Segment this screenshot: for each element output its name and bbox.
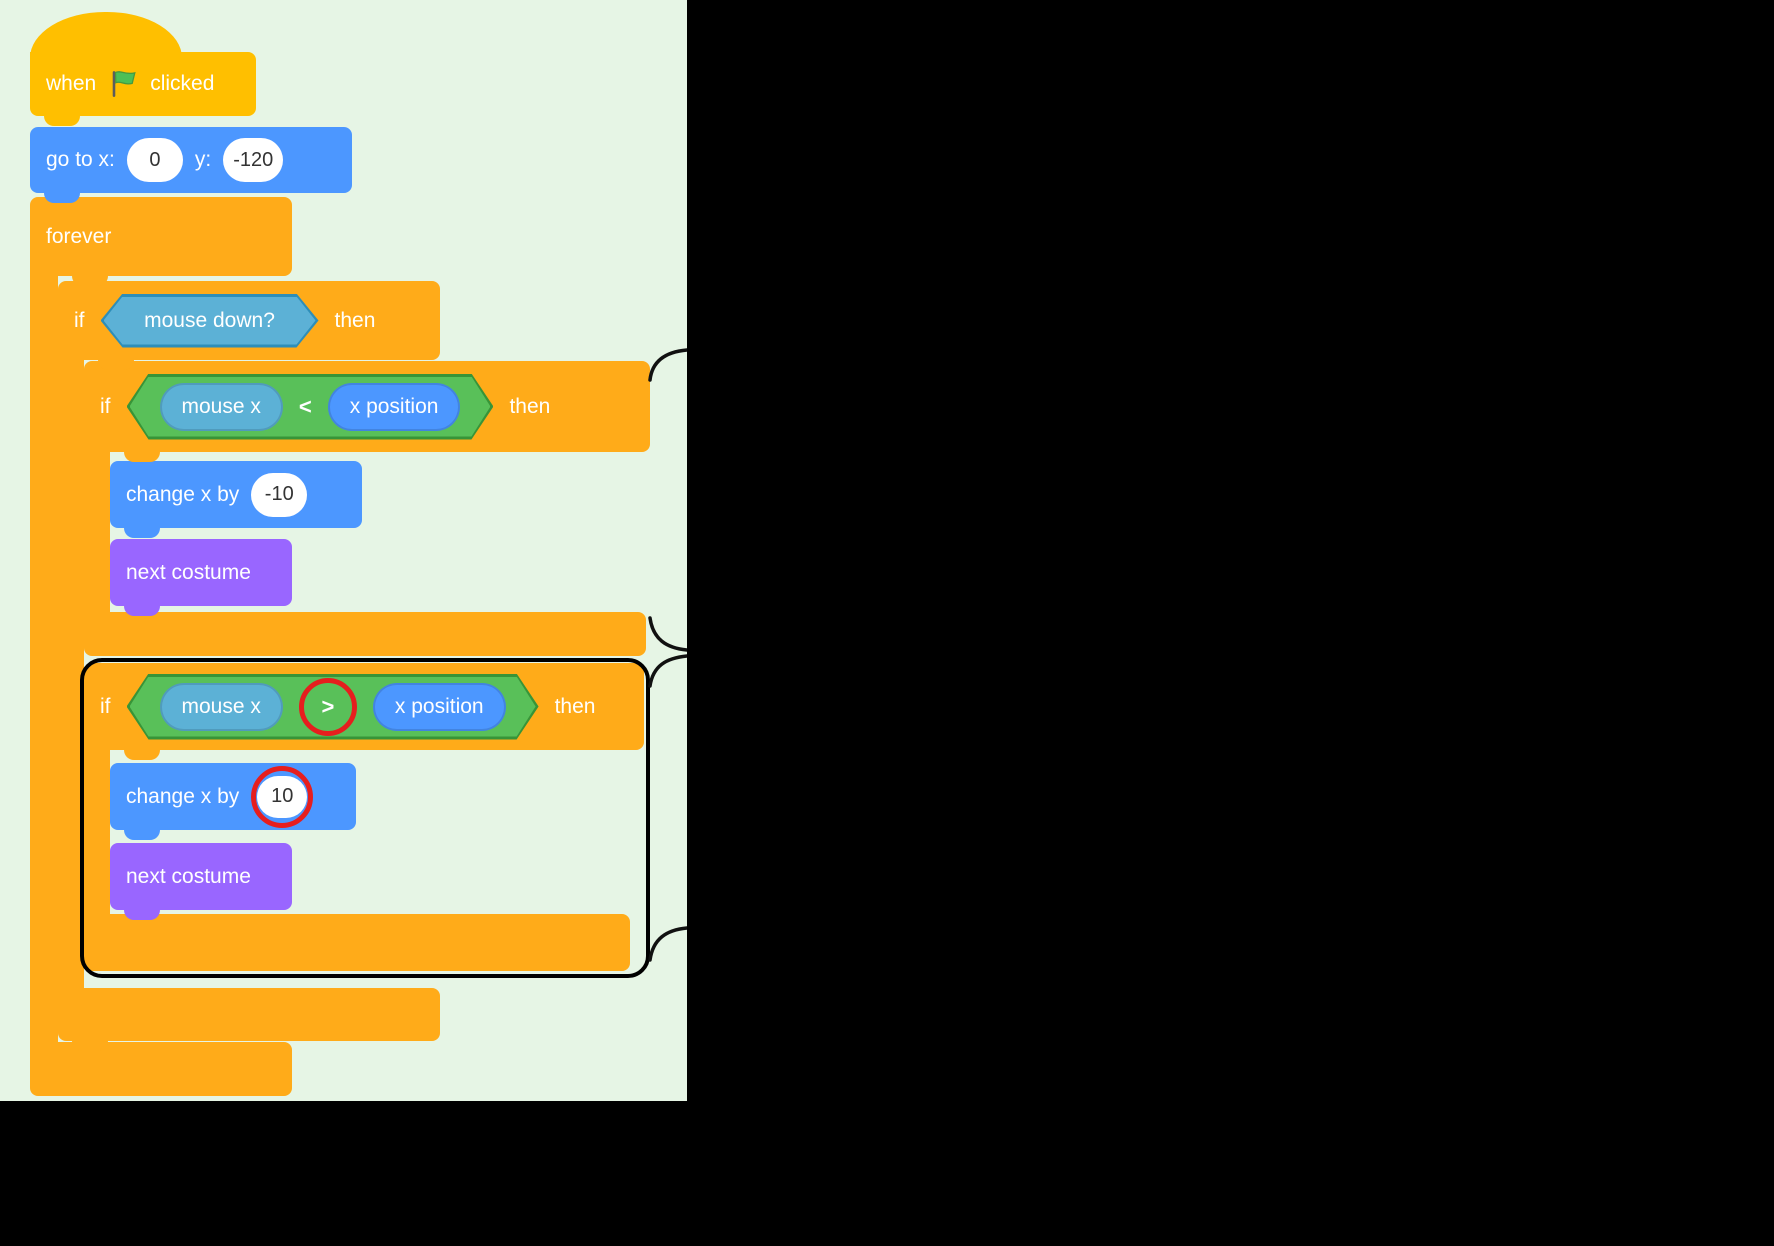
if-mouse-down-block-bottom[interactable] [58, 988, 440, 1051]
go-to-xy-block[interactable]: go to x: 0 y: -120 [30, 127, 352, 203]
if-greater-block-bottom[interactable] [84, 914, 630, 971]
then-label: then [334, 308, 376, 332]
if-label: if [74, 308, 85, 332]
change-x-label: change x by [126, 784, 240, 808]
next-costume-block[interactable]: next costume [110, 539, 292, 616]
forever-block-top[interactable]: forever [30, 197, 292, 286]
greater-than-operator: > [321, 693, 335, 719]
when-flag-clicked-block[interactable]: when clicked [30, 52, 256, 126]
if-less-block-bottom[interactable] [84, 612, 646, 656]
next-costume-label: next costume [126, 560, 251, 584]
puzzle-tab [44, 114, 80, 126]
puzzle-tab [98, 358, 134, 370]
when-label: when [46, 72, 97, 95]
mouse-x-reporter[interactable]: mouse x [160, 383, 283, 431]
red-circle-value-annotation: 10 [251, 765, 314, 828]
less-than-condition[interactable]: mouse x < x position [127, 374, 494, 440]
puzzle-tab [124, 450, 160, 462]
scratch-script-panel: when clicked go to x: 0 y: -120 forever … [0, 0, 687, 1101]
x-position-reporter[interactable]: x position [373, 683, 506, 731]
greater-than-condition[interactable]: mouse x > x position [127, 674, 539, 740]
if-mouse-down-block-spine[interactable] [58, 359, 84, 989]
y-value-input[interactable]: -120 [223, 138, 284, 182]
red-circle-operator-annotation: > [299, 678, 357, 736]
change-x-label: change x by [126, 482, 240, 506]
forever-block-bottom[interactable] [30, 1042, 292, 1096]
change-x-by-neg10-block[interactable]: change x by -10 [110, 461, 362, 538]
puzzle-tab [124, 526, 160, 538]
y-label: y: [194, 148, 212, 171]
x-position-reporter[interactable]: x position [328, 383, 461, 431]
forever-block-spine[interactable] [30, 275, 58, 1043]
puzzle-tab [124, 908, 160, 920]
if-less-block-top[interactable]: if mouse x < x position then [84, 361, 650, 462]
x-value-input[interactable]: 0 [126, 138, 183, 182]
next-costume-label: next costume [126, 864, 251, 888]
if-label: if [100, 394, 111, 418]
puzzle-tab [72, 1039, 108, 1051]
mouse-x-reporter[interactable]: mouse x [160, 683, 283, 731]
if-label: if [100, 694, 111, 718]
if-greater-block-top[interactable]: if mouse x > x position then [84, 663, 644, 760]
forever-label: forever [46, 224, 112, 248]
go-to-x-label: go to x: [46, 148, 115, 171]
puzzle-tab [124, 748, 160, 760]
puzzle-tab [124, 604, 160, 616]
change-x-value-input[interactable]: -10 [251, 472, 308, 517]
puzzle-tab [44, 191, 80, 203]
then-label: then [554, 694, 596, 718]
clicked-label: clicked [150, 72, 215, 95]
if-greater-block-spine[interactable] [84, 749, 110, 915]
if-less-block-spine[interactable] [84, 451, 110, 613]
mouse-down-label: mouse down? [144, 308, 275, 332]
less-than-operator: < [298, 393, 312, 419]
green-flag-icon [108, 69, 138, 99]
puzzle-tab [72, 274, 108, 286]
mouse-down-condition[interactable]: mouse down? [101, 294, 319, 348]
next-costume-block[interactable]: next costume [110, 843, 292, 920]
if-mouse-down-block-top[interactable]: if mouse down? then [58, 281, 440, 370]
change-x-by-10-block[interactable]: change x by 10 [110, 763, 356, 840]
change-x-value-input[interactable]: 10 [257, 775, 308, 818]
then-label: then [509, 394, 551, 418]
puzzle-tab [124, 828, 160, 840]
